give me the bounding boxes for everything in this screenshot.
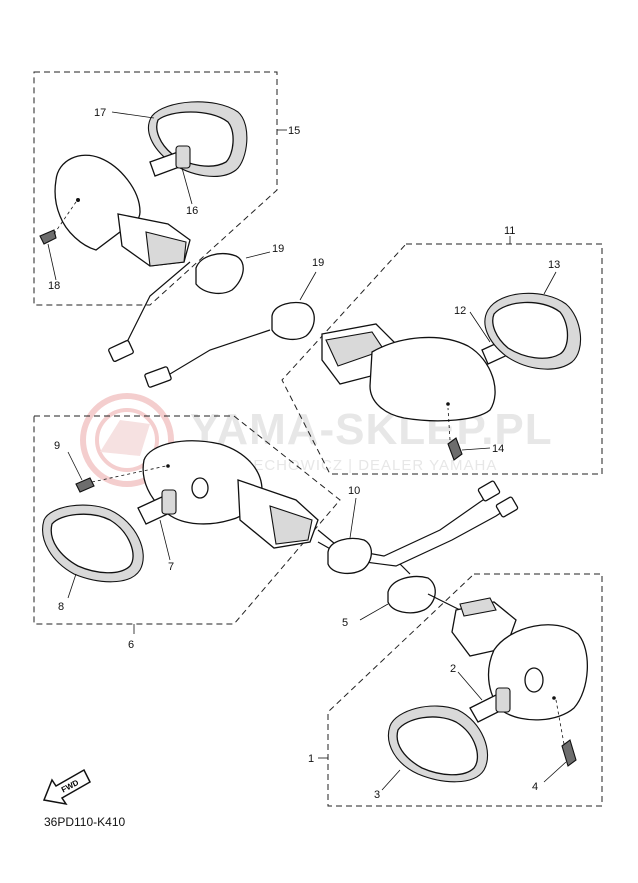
grommet-10 — [327, 537, 372, 575]
grommet-19a — [195, 253, 244, 295]
callout-19-top: 19 — [272, 243, 284, 255]
grommet-19b — [271, 301, 315, 341]
screw-9 — [75, 477, 95, 493]
callout-labels: 17 15 16 19 18 11 19 13 12 14 9 10 7 8 6… — [48, 107, 560, 801]
assembly-15-outline — [33, 71, 278, 306]
callout-18: 18 — [48, 280, 60, 292]
callout-6: 6 — [128, 639, 134, 651]
callout-10: 10 — [348, 485, 360, 497]
leader-lines — [47, 111, 567, 791]
fwd-arrow-icon: FWD — [42, 768, 91, 806]
callout-11: 11 — [504, 225, 515, 237]
callout-3: 3 — [374, 789, 380, 801]
callout-15: 15 — [288, 125, 300, 137]
callout-4: 4 — [532, 781, 538, 793]
callout-2: 2 — [450, 663, 456, 675]
callout-14: 14 — [492, 443, 504, 455]
wiring-center — [317, 480, 519, 621]
callout-19-mid: 19 — [312, 257, 324, 269]
assembly-15 — [33, 71, 287, 362]
screw-4 — [561, 739, 577, 767]
assembly-1-outline — [327, 573, 603, 807]
callout-7: 7 — [168, 561, 174, 573]
assembly-1 — [318, 573, 603, 807]
callout-9: 9 — [54, 440, 60, 452]
callout-8: 8 — [58, 601, 64, 613]
assembly-11 — [271, 236, 603, 475]
callout-16: 16 — [186, 205, 198, 217]
callout-17: 17 — [94, 107, 106, 119]
watermark-subtitle: WOJCIECHOWICZ | DEALER YAMAHA — [200, 457, 497, 474]
diagram-code: 36PD110-K410 — [44, 815, 125, 829]
callout-13: 13 — [548, 259, 560, 271]
callout-1: 1 — [308, 753, 314, 765]
assembly-6-outline — [33, 415, 341, 625]
watermark-logo — [80, 393, 174, 487]
assembly-6 — [33, 415, 341, 634]
screw-18 — [39, 229, 57, 245]
callout-5: 5 — [342, 617, 348, 629]
assembly-11-outline — [281, 243, 603, 475]
callout-12: 12 — [454, 305, 466, 317]
screw-14 — [447, 437, 463, 461]
housing-11 — [369, 336, 496, 422]
